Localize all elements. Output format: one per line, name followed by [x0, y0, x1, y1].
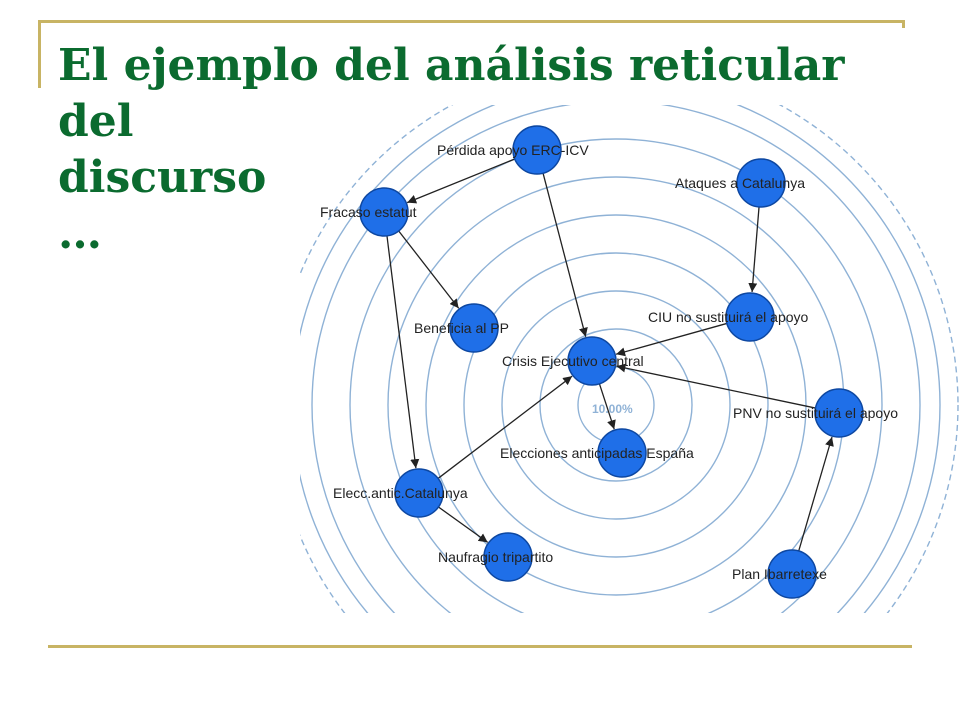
ring-5	[425, 214, 807, 596]
node-elecesp: Elecciones anticipadas España	[500, 428, 694, 478]
node-circle-naufragio	[483, 532, 533, 582]
top-left-rule	[38, 20, 41, 88]
node-plan: Plan Ibarretexe	[732, 549, 827, 599]
node-eleccat: Elecc.antic.Catalunya	[333, 468, 468, 518]
node-beneficia: Beneficia al PP	[414, 303, 509, 353]
node-circle-ciu	[725, 292, 775, 342]
node-label-naufragio: Naufragio tripartito	[438, 549, 553, 565]
ring-4	[463, 252, 769, 558]
center-percent-label: 10.00%	[592, 402, 633, 416]
node-circle-plan	[767, 549, 817, 599]
top-right-rule	[902, 20, 905, 28]
ring-2	[539, 328, 693, 482]
node-circle-crisis	[567, 336, 617, 386]
edges	[386, 158, 834, 552]
title-line-4: …	[58, 208, 102, 259]
edge-fracaso-to-eleccat	[386, 235, 420, 469]
node-label-elecesp: Elecciones anticipadas España	[500, 445, 694, 461]
node-label-plan: Plan Ibarretexe	[732, 566, 827, 582]
node-label-pnv: PNV no sustituirá el apoyo	[733, 405, 898, 421]
ring-8	[311, 105, 921, 613]
edge-crisis-to-elecesp	[598, 383, 616, 430]
node-label-ciu: CIU no sustituirá el apoyo	[648, 309, 809, 325]
edge-eleccat-to-crisis	[437, 375, 573, 479]
node-crisis: Crisis Ejecutivo central	[502, 336, 644, 386]
node-circle-perdida	[512, 125, 562, 175]
node-ciu: CIU no sustituirá el apoyo	[648, 292, 809, 342]
node-label-eleccat: Elecc.antic.Catalunya	[333, 485, 468, 501]
edge-plan-to-pnv	[798, 436, 834, 552]
ring-outer	[300, 105, 941, 613]
node-label-ataques: Ataques a Catalunya	[675, 175, 805, 191]
edge-perdida-to-fracaso	[406, 158, 516, 204]
node-circle-elecesp	[597, 428, 647, 478]
node-ataques: Ataques a Catalunya	[675, 158, 805, 208]
nodes: Pérdida apoyo ERC-ICV Ataques a Catalunya…	[320, 125, 898, 599]
ring-7	[349, 138, 883, 613]
node-label-perdida: Pérdida apoyo ERC-ICV	[437, 142, 589, 158]
node-label-fracaso: Fracaso estatut	[320, 204, 417, 220]
node-pnv: PNV no sustituirá el apoyo	[733, 388, 898, 438]
node-circle-pnv	[814, 388, 864, 438]
node-label-crisis: Crisis Ejecutivo central	[502, 353, 644, 369]
title-line-1: El ejemplo del análisis reticular	[58, 40, 845, 91]
edge-pnv-to-crisis	[616, 363, 816, 409]
node-label-beneficia: Beneficia al PP	[414, 320, 509, 336]
network-diagram: 10.00% Pérdida apoyo ERC-ICV Ataques a Ca…	[300, 105, 959, 613]
slide-title: El ejemplo del análisis reticular del di…	[58, 38, 918, 262]
title-line-3: discurso	[58, 152, 267, 203]
edge-ataques-to-ciu	[748, 206, 760, 293]
ring-dashed	[300, 105, 959, 613]
node-fracaso: Fracaso estatut	[320, 187, 417, 237]
title-line-2: del	[58, 96, 134, 147]
top-rule	[38, 20, 904, 23]
ring-3	[501, 290, 731, 520]
node-naufragio: Naufragio tripartito	[438, 532, 553, 582]
node-circle-ataques	[736, 158, 786, 208]
bottom-rule	[48, 645, 912, 648]
concentric-rings	[300, 105, 959, 613]
edge-ciu-to-crisis	[615, 322, 728, 357]
edge-eleccat-to-naufragio	[438, 506, 489, 543]
edge-fracaso-to-beneficia	[398, 230, 460, 309]
edge-perdida-to-crisis	[542, 173, 588, 337]
node-circle-eleccat	[394, 468, 444, 518]
node-circle-beneficia	[449, 303, 499, 353]
node-circle-fracaso	[359, 187, 409, 237]
node-perdida: Pérdida apoyo ERC-ICV	[437, 125, 589, 175]
